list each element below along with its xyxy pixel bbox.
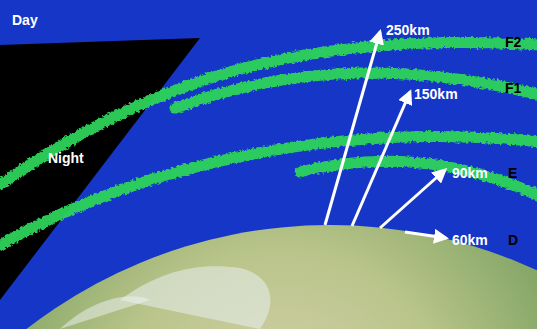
region-label: Night bbox=[48, 150, 84, 166]
layer-name: D bbox=[508, 232, 518, 248]
height-arrow bbox=[325, 32, 380, 225]
region-label: Day bbox=[12, 12, 38, 28]
height-arrow bbox=[352, 92, 410, 226]
f1-layer-band bbox=[175, 73, 537, 108]
height-arrow bbox=[405, 232, 446, 238]
layer-name: F1 bbox=[505, 80, 521, 96]
height-arrow bbox=[380, 170, 445, 228]
height-label: 250km bbox=[386, 22, 430, 38]
height-label: 150km bbox=[414, 86, 458, 102]
ice-patch bbox=[60, 296, 150, 329]
height-label: 60km bbox=[452, 232, 488, 248]
layer-name: E bbox=[508, 165, 517, 181]
height-label: 90km bbox=[452, 165, 488, 181]
layer-name: F2 bbox=[505, 34, 521, 50]
f2-layer-band bbox=[0, 42, 537, 188]
earth-globe bbox=[0, 225, 537, 329]
